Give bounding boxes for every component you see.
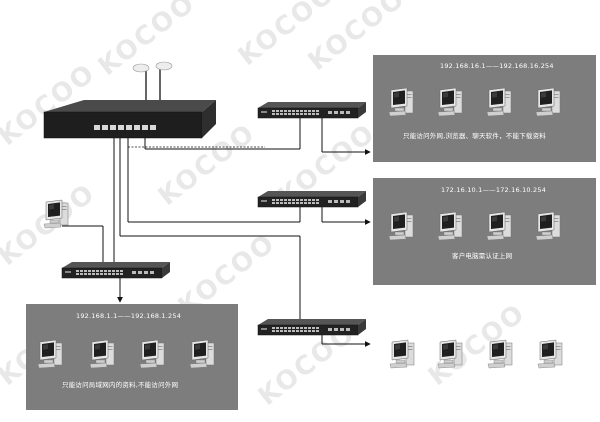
desktop-pc-icon	[437, 87, 463, 117]
switch-top	[257, 101, 367, 119]
desktop-pc-icon	[537, 339, 563, 369]
desktop-pc-icon	[43, 199, 69, 229]
desktop-pc-icon	[389, 339, 415, 369]
desktop-pc-icon	[535, 87, 561, 117]
subnet-range-top: 192.168.16.1——192.168.16.254	[440, 62, 554, 70]
desktop-pc-icon	[535, 211, 561, 241]
desktop-pc-icon	[189, 339, 215, 369]
desktop-pc-icon	[139, 339, 165, 369]
desktop-pc-icon	[37, 339, 63, 369]
desktop-pc-icon	[486, 87, 512, 117]
subnet-range-middle: 172.16.10.1——172.16.10.254	[441, 186, 547, 194]
router-device	[43, 61, 216, 139]
subnet-note-left: 只能访问局域网内的资料,不能访问外网	[62, 381, 179, 389]
desktop-pc-icon	[487, 339, 513, 369]
subnet-range-left: 192.168.1.1——192.168.1.254	[76, 312, 182, 320]
desktop-pc-icon	[437, 339, 463, 369]
desktop-pc-icon	[89, 339, 115, 369]
wifi-antenna-icon	[132, 61, 173, 104]
desktop-pc-icon	[437, 211, 463, 241]
desktop-pc-icon	[486, 211, 512, 241]
switch-middle	[257, 190, 367, 208]
switch-left	[61, 261, 171, 279]
subnet-note-top: 只能访问外网,浏览器、聊天软件，不能下载资料	[403, 132, 546, 140]
desktop-pc-icon	[388, 211, 414, 241]
subnet-note-middle: 客户电脑需认证上网	[452, 252, 513, 260]
network-cables	[62, 118, 371, 347]
desktop-pc-icon	[388, 87, 414, 117]
switch-bottom	[257, 318, 367, 336]
